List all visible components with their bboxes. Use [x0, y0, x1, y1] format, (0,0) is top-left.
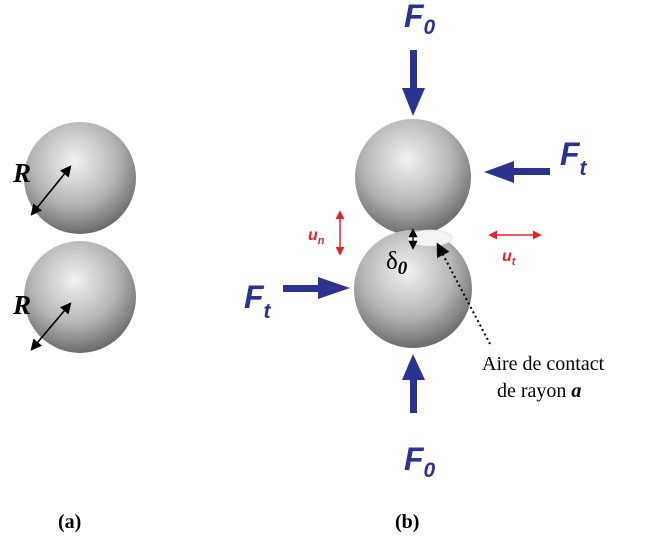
radius-label-a-bottom: R — [12, 290, 31, 320]
sphere-a-top — [24, 122, 136, 234]
radius-arrow-a-top — [30, 165, 72, 216]
panel-b: δ0 F0 F0 Ft Ft — [244, 0, 605, 533]
force-arrow-left — [283, 277, 350, 299]
overlap-label: δ0 — [386, 248, 408, 279]
force-arrow-right — [484, 161, 550, 183]
sphere-a-bottom — [24, 241, 136, 353]
radius-arrow-a-bottom — [30, 302, 72, 351]
force-label-right: Ft — [560, 136, 588, 180]
force-arrow-top — [402, 50, 425, 116]
contact-label-line2: de rayon a — [497, 380, 581, 402]
caption-b: (b) — [395, 511, 419, 533]
contact-label-line1: Aire de contact — [482, 353, 605, 375]
force-label-top: F0 — [404, 0, 436, 39]
sphere-b-top — [355, 119, 471, 235]
contact-leader-line — [436, 242, 491, 345]
disp-tangential-label: ut — [502, 248, 517, 268]
disp-normal-label: un — [308, 227, 325, 247]
sphere-b-bottom — [354, 230, 472, 348]
force-arrow-bottom — [402, 354, 425, 413]
force-label-bottom: F0 — [404, 441, 436, 482]
contact-area-ellipse — [407, 229, 453, 247]
force-label-left: Ft — [244, 279, 272, 323]
caption-a: (a) — [58, 511, 81, 533]
panel-a: R R (a) — [12, 122, 136, 533]
radius-label-a-top: R — [12, 158, 31, 188]
